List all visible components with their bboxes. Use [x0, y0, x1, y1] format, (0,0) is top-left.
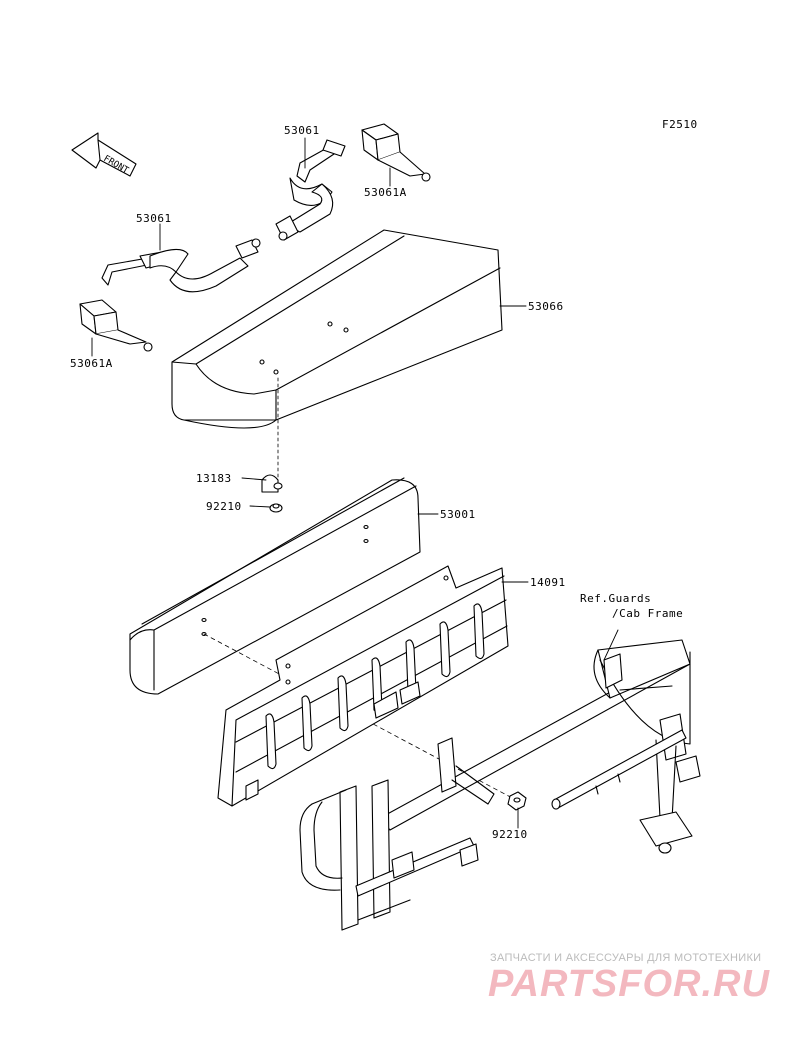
front-arrow-icon: FRONT: [71, 132, 137, 177]
watermark-logo: PARTSFOR.RU: [488, 963, 770, 1005]
strap-upper: [275, 139, 346, 241]
backrest-frame: [217, 565, 509, 807]
strap-middle: [101, 238, 261, 293]
seat-cushion: [171, 229, 503, 481]
reference-note-line1: Ref.Guards: [580, 592, 652, 605]
part-label-strap-upper: 53061: [284, 124, 320, 137]
clip-and-nut: [261, 474, 283, 513]
leader-lines: [91, 137, 619, 829]
part-label-strap-middle: 53061: [136, 212, 172, 225]
watermark-caption: ЗАПЧАСТИ И АКСЕССУАРЫ ДЛЯ МОТОТЕХНИКИ: [490, 952, 762, 964]
part-label-backrest-frame: 14091: [530, 576, 566, 589]
part-label-seat-cushion: 53066: [528, 300, 564, 313]
nut-lower: [507, 791, 527, 811]
reference-note-line2: /Cab Frame: [612, 607, 684, 620]
strap-bracket-upper: [361, 123, 431, 182]
part-label-strap-bracket-lower: 53061A: [70, 357, 113, 370]
cab-frame: [299, 639, 701, 931]
part-label-clip: 13183: [196, 472, 232, 485]
part-label-backrest-pad: 53001: [440, 508, 476, 521]
part-label-nut-lower: 92210: [492, 828, 528, 841]
strap-bracket-lower: [79, 299, 153, 352]
part-label-nut-upper: 92210: [206, 500, 242, 513]
figure-code: F2510: [662, 118, 698, 131]
part-label-strap-bracket-upper: 53061A: [364, 186, 407, 199]
